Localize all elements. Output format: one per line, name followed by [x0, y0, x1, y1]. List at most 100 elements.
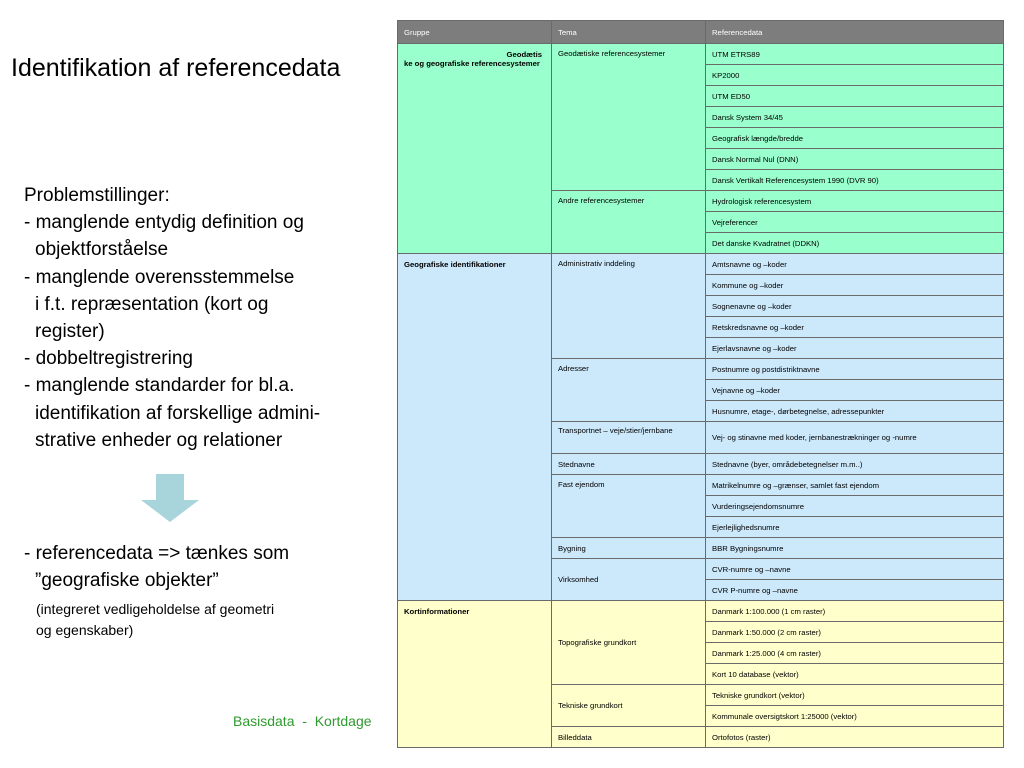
problem-line: identifikation af forskellige admini- — [35, 402, 321, 424]
table-row: Vejnavne og –koder — [398, 379, 1004, 401]
problem-line: objektforståelse — [35, 239, 169, 261]
ref-cell: Kort 10 database (vektor) — [705, 663, 1004, 685]
header-referencedata: Referencedata — [705, 20, 1004, 44]
ref-cell: BBR Bygningsnumre — [705, 537, 1004, 559]
ref-cell: Ortofotos (raster) — [705, 726, 1004, 748]
header-gruppe: Gruppe — [397, 20, 552, 44]
table-row: Bygning BBR Bygningsnumre — [398, 537, 1004, 559]
table-row: Kommune og –koder — [398, 274, 1004, 296]
ref-cell: Dansk Normal Nul (DNN) — [705, 148, 1004, 170]
tema-cell: Topografiske grundkort — [551, 600, 706, 685]
table-row: UTM ED50 — [398, 85, 1004, 107]
problem-line: - dobbeltregistrering — [24, 348, 193, 370]
ref-cell: Vejnavne og –koder — [705, 379, 1004, 401]
table-row: Dansk Vertikalt Referencesystem 1990 (DV… — [398, 169, 1004, 191]
table-row: KP2000 — [398, 64, 1004, 86]
ref-cell: Retskredsnavne og –koder — [705, 316, 1004, 338]
ref-cell: UTM ETRS89 — [705, 43, 1004, 65]
ref-cell: Sognenavne og –koder — [705, 295, 1004, 317]
note-line: og egenskaber) — [36, 622, 134, 638]
ref-cell: Kommunale oversigtskort 1:25000 (vektor) — [705, 705, 1004, 727]
ref-cell: Hydrologisk referencesystem — [705, 190, 1004, 212]
ref-cell: Danmark 1:50.000 (2 cm raster) — [705, 621, 1004, 643]
ref-cell: Vej- og stinavne med koder, jernbanestræ… — [705, 421, 1004, 454]
problem-line: - manglende entydig definition og — [24, 212, 304, 234]
problem-line: i f.t. repræsentation (kort og — [35, 293, 269, 315]
ref-cell: Husnumre, etage-, dørbetegnelse, adresse… — [705, 400, 1004, 422]
group-name-part: ke og geografiske referencesystemer — [404, 59, 540, 68]
ref-cell: Dansk Vertikalt Referencesystem 1990 (DV… — [705, 169, 1004, 191]
table-row: Transportnet – veje/stier/jernbane Vej- … — [398, 421, 1004, 454]
tema-cell: Virksomhed — [551, 558, 706, 601]
table-row: Vurderingsejendomsnumre — [398, 495, 1004, 517]
ref-cell: Ejerlavsnavne og –koder — [705, 337, 1004, 359]
group-name-part: Geodætis — [506, 50, 542, 59]
ref-cell: Tekniske grundkort (vektor) — [705, 684, 1004, 706]
table-row: Danmark 1:50.000 (2 cm raster) — [398, 621, 1004, 643]
ref-cell: Danmark 1:25.000 (4 cm raster) — [705, 642, 1004, 664]
ref-cell: Ejerlejlighedsnumre — [705, 516, 1004, 538]
table-row: Tekniske grundkort Tekniske grundkort (v… — [398, 684, 1004, 727]
ref-cell: Kommune og –koder — [705, 274, 1004, 296]
table-row: Det danske Kvadratnet (DDKN) — [398, 232, 1004, 254]
problem-line: - manglende overensstemmelse — [24, 266, 295, 288]
table-row: Dansk Normal Nul (DNN) — [398, 148, 1004, 170]
table-row: Vejreferencer — [398, 211, 1004, 233]
tema-cell: Adresser — [551, 358, 706, 422]
ref-cell: Geografisk længde/bredde — [705, 127, 1004, 149]
ref-cell: KP2000 — [705, 64, 1004, 86]
tema-cell: Billeddata — [551, 726, 706, 748]
ref-cell: Stednavne (byer, områdebetegnelser m.m..… — [705, 453, 1004, 475]
ref-cell: Matrikelnumre og –grænser, samlet fast e… — [705, 474, 1004, 496]
slide-title: Identifikation af referencedata — [11, 54, 341, 82]
problem-line: register) — [35, 321, 105, 343]
ref-cell: Dansk System 34/45 — [705, 106, 1004, 128]
tema-cell: Administrativ inddeling — [551, 253, 706, 359]
footer-text: Basisdata - Kortdage — [233, 713, 372, 729]
problem-line: - manglende standarder for bl.a. — [24, 375, 295, 397]
table-row: Andre referencesystemer Hydrologisk refe… — [398, 190, 1004, 254]
ref-cell: Amtsnavne og –koder — [705, 253, 1004, 275]
tema-cell: Stednavne — [551, 453, 706, 475]
down-arrow-icon — [141, 474, 199, 522]
problem-list: Problemstillinger: - manglende entydig d… — [24, 182, 396, 454]
table-header-row: Gruppe Tema Referencedata — [397, 20, 1004, 44]
ref-cell: CVR P-numre og –navne — [705, 579, 1004, 601]
ref-cell: UTM ED50 — [705, 85, 1004, 107]
conclusion-line: ”geografiske objekter” — [35, 570, 219, 591]
note-line: (integreret vedligeholdelse af geometri — [36, 601, 275, 617]
tema-cell: Fast ejendom — [551, 474, 706, 538]
conclusion-note: (integreret vedligeholdelse af geometri … — [36, 599, 274, 641]
ref-cell: Postnumre og postdistriktnavne — [705, 358, 1004, 380]
table-row: Danmark 1:25.000 (4 cm raster) — [398, 642, 1004, 664]
ref-cell: Det danske Kvadratnet (DDKN) — [705, 232, 1004, 254]
ref-cell: Vejreferencer — [705, 211, 1004, 233]
table-row: Stednavne Stednavne (byer, områdebetegne… — [398, 453, 1004, 475]
table-row: Virksomhed CVR-numre og –navne — [398, 558, 1004, 601]
table-row: Billeddata Ortofotos (raster) — [398, 726, 1004, 748]
table-row: Husnumre, etage-, dørbetegnelse, adresse… — [398, 400, 1004, 422]
table-row: Fast ejendom Matrikelnumre og –grænser, … — [398, 474, 1004, 538]
ref-cell: Danmark 1:100.000 (1 cm raster) — [705, 600, 1004, 622]
tema-cell: Geodætiske referencesystemer — [551, 43, 706, 191]
table-row: Kortinformationer Topografiske grundkort… — [397, 600, 1004, 748]
table-row: Geografiske identifikationer Administrat… — [397, 253, 1004, 601]
table-row: Retskredsnavne og –koder — [398, 316, 1004, 338]
group-cell: Kortinformationer — [397, 600, 552, 748]
conclusion: - referencedata => tænkes som ”geografis… — [24, 540, 396, 594]
tema-cell: Transportnet – veje/stier/jernbane — [551, 421, 706, 454]
ref-cell: Vurderingsejendomsnumre — [705, 495, 1004, 517]
conclusion-line: - referencedata => tænkes som — [24, 543, 290, 564]
group-cell: Geografiske identifikationer — [397, 253, 552, 601]
problem-line: strative enheder og relationer — [35, 429, 283, 451]
header-tema: Tema — [551, 20, 706, 44]
tema-cell: Bygning — [551, 537, 706, 559]
ref-cell: CVR-numre og –navne — [705, 558, 1004, 580]
tema-cell: Tekniske grundkort — [551, 684, 706, 727]
table-row: Adresser Postnumre og postdistriktnavne — [398, 358, 1004, 422]
table-row: Kommunale oversigtskort 1:25000 (vektor) — [398, 705, 1004, 727]
problem-heading: Problemstillinger: — [24, 185, 170, 206]
